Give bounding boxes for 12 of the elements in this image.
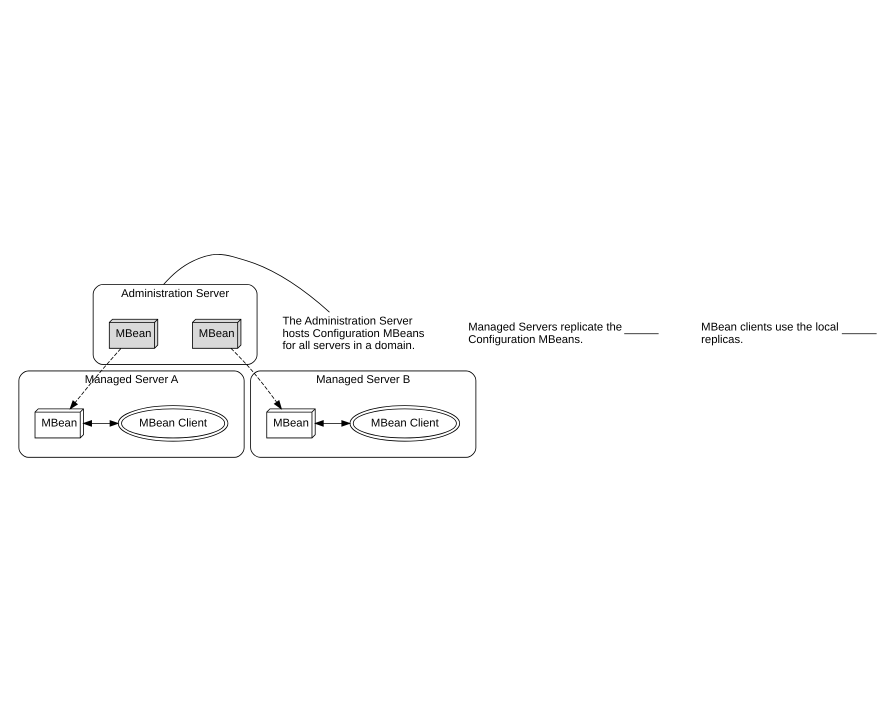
node-text: Managed Servers replicate the Configuration MBeans. bbox=[468, 321, 622, 346]
arrow bbox=[82, 420, 120, 426]
arrow bbox=[314, 420, 352, 426]
node-text: MBean clients use the local replicas. bbox=[701, 321, 839, 346]
node-ellipse: MBean Client bbox=[118, 404, 228, 442]
arrow bbox=[230, 347, 282, 410]
node-ellipse: MBean Client bbox=[350, 404, 460, 442]
arrow bbox=[69, 348, 122, 410]
connector bbox=[841, 332, 878, 334]
connector bbox=[163, 254, 330, 312]
node-text: The Administration Server hosts Configuration MBeans for all servers in a domain. bbox=[282, 315, 424, 352]
connector bbox=[624, 332, 660, 334]
